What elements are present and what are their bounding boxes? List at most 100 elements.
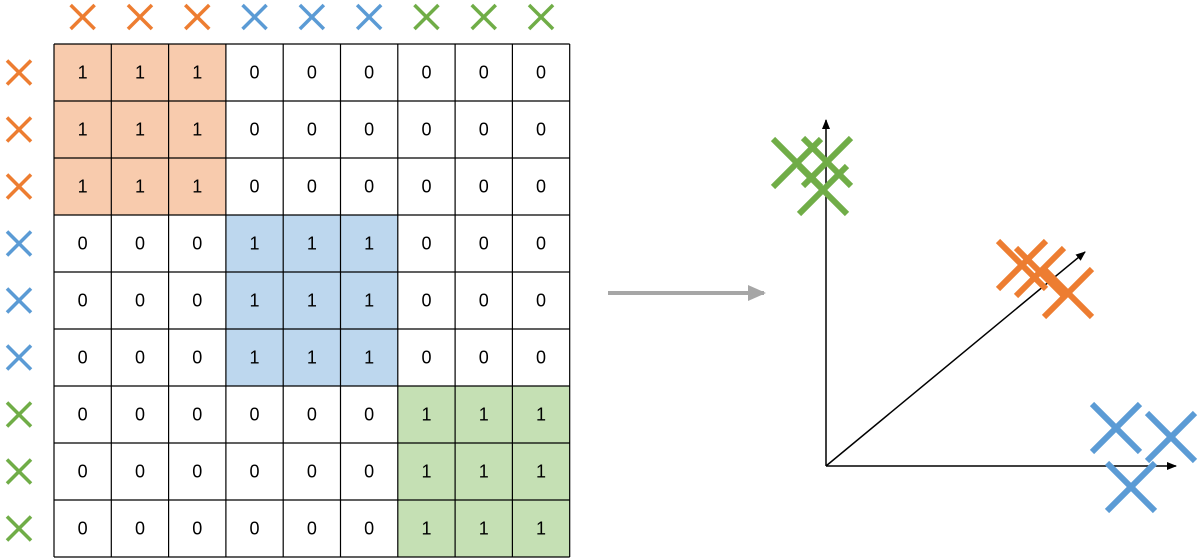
green-point-cross-icon — [796, 163, 850, 217]
matrix-cell: 1 — [536, 462, 546, 482]
matrix-cell: 1 — [135, 177, 145, 197]
matrix-cell: 0 — [364, 63, 374, 83]
cross-mark-icon — [413, 3, 440, 31]
embedding-clusters — [770, 135, 1198, 514]
matrix-cell: 0 — [250, 519, 260, 539]
matrix-cell: 0 — [78, 234, 88, 254]
cross-mark-icon — [5, 230, 33, 257]
cross-mark-icon — [5, 116, 33, 143]
matrix-cell: 0 — [364, 405, 374, 425]
orange-block — [54, 44, 226, 215]
cross-mark-icon — [298, 3, 326, 31]
matrix-cell: 0 — [250, 177, 260, 197]
matrix-cell: 0 — [192, 519, 202, 539]
matrix-cell: 1 — [479, 519, 489, 539]
matrix-cell: 0 — [479, 234, 489, 254]
matrix-cell: 0 — [192, 291, 202, 311]
matrix-cell: 1 — [192, 177, 202, 197]
row-header-markers — [5, 59, 33, 542]
cross-mark-icon — [5, 173, 33, 200]
matrix-cell: 0 — [479, 120, 489, 140]
matrix-cell: 1 — [250, 234, 260, 254]
matrix-cell: 1 — [479, 405, 489, 425]
cross-mark-icon — [126, 3, 154, 31]
matrix-cell: 1 — [364, 348, 374, 368]
matrix-cell: 0 — [536, 234, 546, 254]
cross-mark-icon — [5, 401, 33, 428]
matrix-cell: 0 — [479, 177, 489, 197]
matrix-values: 1 1 1 0 0 0 0 0 0 1 1 1 0 0 0 0 0 0 1 1 1 0 0 0 0 0 0 0 0 0 1 1 1 0 0 0 0 0 0 1… — [78, 63, 546, 539]
matrix-cell: 1 — [421, 405, 431, 425]
matrix-cell: 1 — [364, 291, 374, 311]
matrix-cell: 0 — [78, 291, 88, 311]
embedding-axes — [822, 119, 1177, 470]
matrix-cell: 0 — [78, 462, 88, 482]
blue-point-cross-icon — [1089, 401, 1143, 455]
blue-block — [225, 215, 398, 386]
matrix-cell: 1 — [536, 405, 546, 425]
green-block — [397, 386, 570, 557]
matrix-cell: 0 — [135, 291, 145, 311]
matrix-cell: 0 — [135, 348, 145, 368]
matrix-cell: 1 — [479, 462, 489, 482]
matrix-cell: 1 — [78, 177, 88, 197]
cross-mark-icon — [5, 287, 33, 314]
matrix-cell: 0 — [421, 120, 431, 140]
matrix-cell: 0 — [192, 462, 202, 482]
cross-mark-icon — [5, 344, 33, 371]
matrix-cell: 0 — [78, 405, 88, 425]
blue-point-cross-icon — [1144, 410, 1198, 464]
cross-mark-icon — [69, 3, 96, 31]
matrix-cell: 0 — [250, 462, 260, 482]
matrix-cell: 0 — [192, 348, 202, 368]
matrix-cell: 0 — [421, 348, 431, 368]
matrix-cell: 0 — [250, 405, 260, 425]
matrix-cell: 0 — [364, 519, 374, 539]
matrix-cell: 0 — [364, 177, 374, 197]
matrix-cell: 0 — [135, 405, 145, 425]
matrix-cell: 1 — [78, 63, 88, 83]
matrix-cell: 0 — [536, 348, 546, 368]
matrix-cell: 0 — [536, 120, 546, 140]
matrix-cell: 1 — [192, 63, 202, 83]
matrix-cell: 0 — [307, 177, 317, 197]
matrix-cell: 0 — [421, 234, 431, 254]
matrix-cell: 0 — [307, 120, 317, 140]
cross-mark-icon — [184, 3, 211, 31]
matrix-cell: 0 — [78, 519, 88, 539]
cross-mark-icon — [241, 3, 268, 31]
matrix-cell: 0 — [536, 291, 546, 311]
matrix-cell: 1 — [192, 120, 202, 140]
cross-mark-icon — [355, 3, 383, 31]
matrix-cell: 0 — [192, 234, 202, 254]
cross-mark-icon — [5, 515, 33, 542]
matrix-cell: 0 — [479, 63, 489, 83]
matrix-grid — [53, 43, 571, 558]
matrix-cell: 0 — [192, 405, 202, 425]
orange-point-cross-icon — [1013, 245, 1067, 299]
matrix-cell: 1 — [135, 63, 145, 83]
matrix-cell: 0 — [421, 177, 431, 197]
cross-mark-icon — [470, 3, 497, 31]
matrix-cell: 0 — [250, 63, 260, 83]
matrix-cell: 0 — [421, 291, 431, 311]
matrix-cell: 0 — [536, 177, 546, 197]
matrix-cell: 1 — [78, 120, 88, 140]
cross-mark-icon — [5, 59, 33, 86]
matrix-cell: 1 — [250, 348, 260, 368]
matrix-cell: 1 — [307, 291, 317, 311]
matrix-cell: 0 — [135, 234, 145, 254]
blue-point-cross-icon — [1104, 460, 1158, 514]
matrix-cell: 0 — [364, 120, 374, 140]
matrix-cell: 0 — [307, 405, 317, 425]
matrix-cell: 1 — [364, 234, 374, 254]
matrix-cell: 0 — [135, 519, 145, 539]
matrix-cell: 0 — [364, 462, 374, 482]
matrix-cell: 0 — [421, 63, 431, 83]
orange-point-cross-icon — [1041, 266, 1095, 320]
column-header-markers — [69, 3, 555, 31]
matrix-cell: 0 — [307, 63, 317, 83]
matrix-cell: 0 — [479, 291, 489, 311]
matrix-cell: 1 — [307, 234, 317, 254]
